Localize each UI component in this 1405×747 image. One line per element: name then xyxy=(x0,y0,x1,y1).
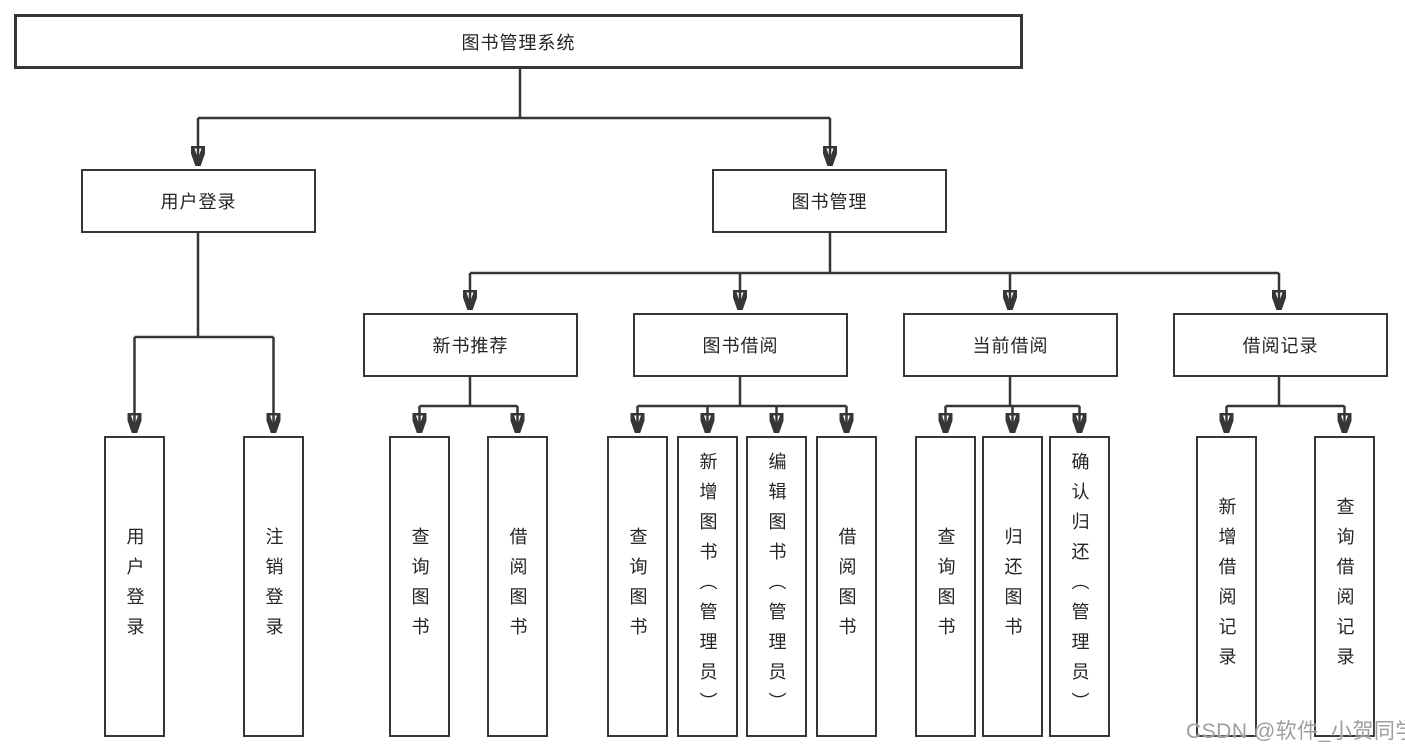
leaf-borrow-books-1: 借阅图书 xyxy=(487,436,548,737)
leaf-label: 查询图书 xyxy=(409,526,430,647)
leaf-label: 新增借阅记录 xyxy=(1216,496,1237,677)
leaf-query-borrow-record: 查询借阅记录 xyxy=(1314,436,1375,737)
root-node-library-system: 图书管理系统 xyxy=(14,14,1023,69)
leaf-query-books-3: 查询图书 xyxy=(915,436,976,737)
leaf-label: 归还图书 xyxy=(1002,526,1023,647)
branch-book-management: 图书管理 xyxy=(712,169,947,233)
leaf-label: 查询图书 xyxy=(627,526,648,647)
leaf-label: 查询借阅记录 xyxy=(1334,496,1355,677)
node-borrow-records: 借阅记录 xyxy=(1173,313,1388,377)
leaf-add-book-admin: 新增图书（管理员） xyxy=(677,436,738,737)
leaf-edit-book-admin: 编辑图书（管理员） xyxy=(746,436,807,737)
leaf-label: 借阅图书 xyxy=(836,526,857,647)
csdn-watermark: CSDN @软件_小贺同学 xyxy=(1186,720,1405,743)
leaf-label: 编辑图书（管理员） xyxy=(766,451,787,722)
node-current-borrow: 当前借阅 xyxy=(903,313,1118,377)
leaf-label: 查询图书 xyxy=(935,526,956,647)
node-book-borrow: 图书借阅 xyxy=(633,313,848,377)
leaf-label: 确认归还（管理员） xyxy=(1069,451,1090,722)
leaf-borrow-books-2: 借阅图书 xyxy=(816,436,877,737)
leaf-confirm-return-admin: 确认归还（管理员） xyxy=(1049,436,1110,737)
leaf-query-books-2: 查询图书 xyxy=(607,436,668,737)
branch-user-login: 用户登录 xyxy=(81,169,316,233)
leaf-label: 注销登录 xyxy=(263,526,284,647)
leaf-label: 新增图书（管理员） xyxy=(697,451,718,722)
node-new-book-recommend: 新书推荐 xyxy=(363,313,578,377)
leaf-label: 借阅图书 xyxy=(507,526,528,647)
leaf-user-login: 用户登录 xyxy=(104,436,165,737)
leaf-add-borrow-record: 新增借阅记录 xyxy=(1196,436,1257,737)
leaf-query-books-1: 查询图书 xyxy=(389,436,450,737)
leaf-return-book: 归还图书 xyxy=(982,436,1043,737)
leaf-label: 用户登录 xyxy=(124,526,145,647)
leaf-logout: 注销登录 xyxy=(243,436,304,737)
